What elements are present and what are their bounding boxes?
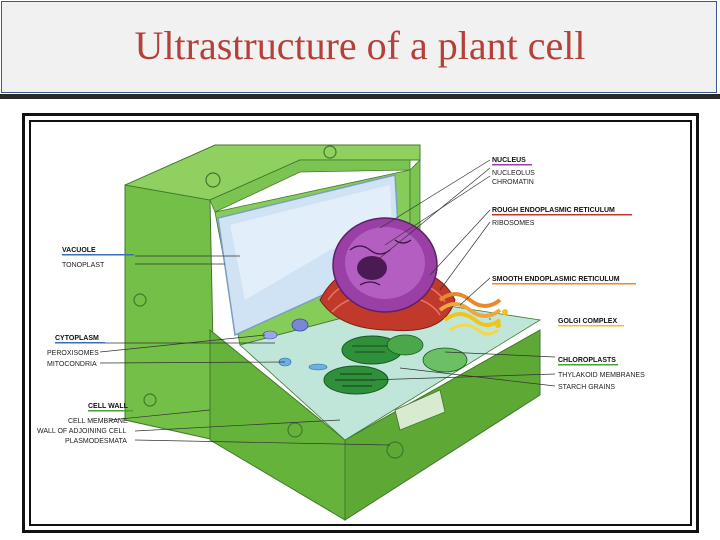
label-cell-wall: CELL WALL [88, 403, 129, 410]
label-thylakoid: THYLAKOID MEMBRANES [558, 372, 645, 379]
nucleus [333, 218, 437, 312]
label-nucleus: NUCLEUS [492, 157, 526, 164]
label-smooth-er: SMOOTH ENDOPLASMIC RETICULUM [492, 276, 620, 283]
label-starch: STARCH GRAINS [558, 384, 615, 391]
label-chloroplasts: CHLOROPLASTS [558, 357, 616, 364]
label-ribosomes: RIBOSOMES [492, 220, 535, 227]
label-tonoplast: TONOPLAST [62, 262, 105, 269]
label-rough-er: ROUGH ENDOPLASMIC RETICULUM [492, 207, 615, 214]
label-wall-adjoining: WALL OF ADJOINING CELL [37, 428, 126, 435]
label-cytoplasm: CYTOPLASM [55, 335, 99, 342]
label-peroxisomes: PEROXISOMES [47, 350, 99, 357]
label-cell-membrane: CELL MEMBRANE [68, 418, 128, 425]
label-chromatin: CHROMATIN [492, 179, 534, 186]
label-plasmodesmata: PLASMODESMATA [65, 438, 127, 445]
label-mitochondria: MITOCONDRIA [47, 361, 97, 368]
left-labels: VACUOLE TONOPLAST CYTOPLASM PEROXISOMES … [37, 247, 134, 445]
label-golgi: GOLGI COMPLEX [558, 318, 617, 325]
label-nucleolus: NUCLEOLUS [492, 170, 535, 177]
label-vacuole: VACUOLE [62, 247, 96, 254]
nucleolus [357, 256, 387, 280]
